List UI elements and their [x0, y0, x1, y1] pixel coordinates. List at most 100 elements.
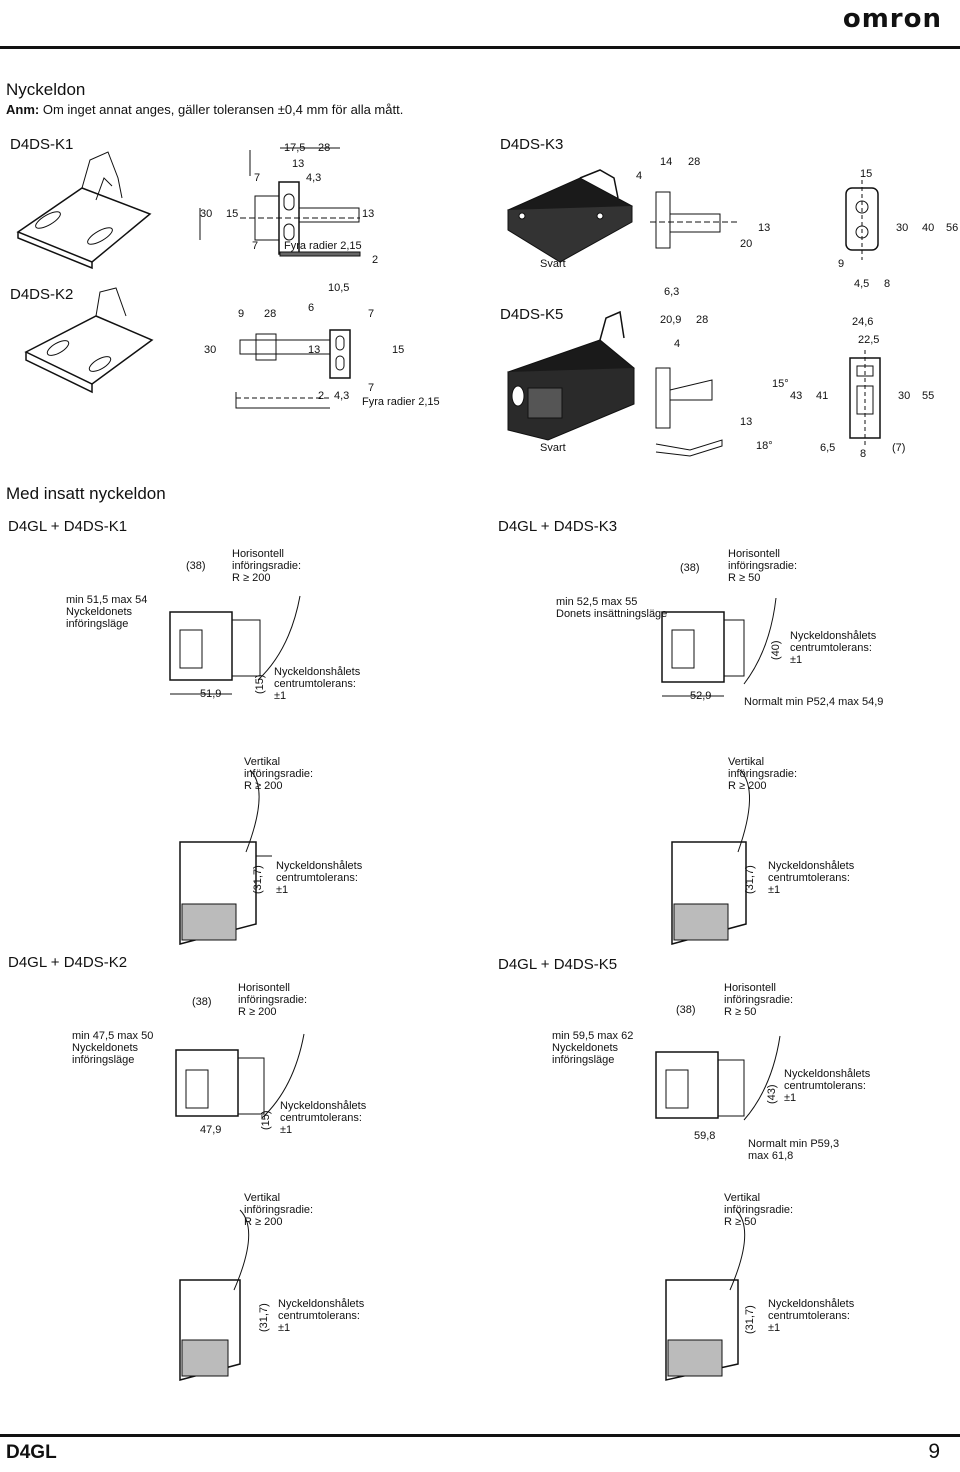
d4ds-k3-side-view	[650, 191, 740, 249]
assembly-a3-plan	[661, 597, 777, 697]
k2-dim-2: 2	[318, 390, 325, 402]
assembly-a1-plan	[169, 595, 301, 695]
note-text: Om inget annat anges, gäller toleransen …	[39, 102, 404, 117]
a1-insert-position: min 51,5 max 54 Nyckeldonets införingslä…	[66, 594, 148, 630]
note-label: Anm:	[6, 102, 40, 117]
k5-dim-4: 4	[674, 338, 681, 350]
a3-title: D4GL + D4DS-K3	[498, 518, 618, 535]
k1-title: D4DS-K1	[10, 136, 74, 153]
section-heading-inserted: Med insatt nyckeldon	[6, 484, 166, 503]
assembly-a2-side	[179, 1209, 250, 1381]
k5-dim-6-3: 6,3	[664, 286, 680, 298]
a2-width: (38)	[192, 996, 212, 1008]
footer-product: D4GL	[6, 1442, 57, 1463]
k3-dim-40: 40	[922, 222, 935, 234]
d4ds-k1-front-view	[199, 147, 361, 257]
k5-dim-24-6: 24,6	[852, 316, 874, 328]
k2-dim-28: 28	[264, 308, 277, 320]
a3-dim-52-9: 52,9	[690, 690, 712, 702]
a3-center-tolerance: Nyckeldonshålets centrumtolerans: ±1	[790, 630, 877, 666]
a5-side-43: (43)	[766, 1084, 778, 1104]
a3-side-40: (40)	[770, 640, 782, 660]
a1-center-tolerance: Nyckeldonshålets centrumtolerans: ±1	[274, 666, 361, 702]
k3-finish-label: Svart	[540, 258, 566, 270]
a5-width: (38)	[676, 1004, 696, 1016]
k3-dim-4-5: 4,5	[854, 278, 870, 290]
k1-dim-15: 15	[226, 208, 239, 220]
k5-dim-22-5: 22,5	[858, 334, 880, 346]
d4ds-k2-isometric	[24, 287, 154, 394]
k5-dim-6-5: 6,5	[820, 442, 836, 454]
k1-dim-30: 30	[200, 208, 213, 220]
assembly-a2-plan	[175, 1033, 305, 1119]
d4ds-k5-isometric	[507, 310, 635, 441]
k2-dim-7-bottom: 7	[368, 382, 375, 394]
d4ds-k5-front-view	[849, 350, 881, 448]
a2-title: D4GL + D4DS-K2	[8, 954, 128, 971]
tolerance-note: Anm: Om inget annat anges, gäller tolera…	[6, 102, 403, 117]
d4ds-k3-front-view	[845, 180, 879, 260]
a5-center-tolerance: Nyckeldonshålets centrumtolerans: ±1	[784, 1068, 871, 1104]
d4ds-k1-isometric	[16, 151, 152, 270]
omron-logo: omron	[842, 4, 942, 34]
k1-radius-note: Fyra radier 2,15	[284, 240, 362, 252]
k3-dim-8: 8	[884, 278, 891, 290]
a1-width: (38)	[186, 560, 206, 572]
k5-dim-13: 13	[740, 416, 753, 428]
a3-horizontal-radius: Horisontell införingsradie: R ≥ 50	[728, 548, 798, 584]
a5-center-tolerance-2: Nyckeldonshålets centrumtolerans: ±1	[768, 1298, 855, 1334]
k5-dim-55: 55	[922, 390, 935, 402]
k1-dim-13-right: 13	[362, 208, 375, 220]
assembly-a3-side	[671, 769, 750, 945]
a2-side-15: (15)	[260, 1110, 272, 1130]
k2-dim-6: 6	[308, 302, 315, 314]
footer-page-number: 9	[928, 1440, 940, 1463]
a1-center-tolerance-2: Nyckeldonshålets centrumtolerans: ±1	[276, 860, 363, 896]
k2-dim-15: 15	[392, 344, 405, 356]
k3-dim-28: 28	[688, 156, 701, 168]
a5-side-31-7: (31,7)	[744, 1305, 756, 1334]
header-rule	[0, 46, 960, 49]
k3-dim-30: 30	[896, 222, 909, 234]
a3-insert-position: min 52,5 max 55 Donets insättningsläge	[556, 596, 668, 620]
k3-dim-4: 4	[636, 170, 643, 182]
a1-vertical-radius: Vertikal införingsradie: R ≥ 200	[244, 756, 314, 792]
k2-dim-10-5: 10,5	[328, 282, 350, 294]
a5-dim-59-8: 59,8	[694, 1130, 716, 1142]
a5-title: D4GL + D4DS-K5	[498, 956, 618, 973]
k3-title: D4DS-K3	[500, 136, 564, 153]
k2-dim-9: 9	[238, 308, 245, 320]
a3-center-tolerance-2: Nyckeldonshålets centrumtolerans: ±1	[768, 860, 855, 896]
a1-title: D4GL + D4DS-K1	[8, 518, 128, 535]
assembly-a5-side	[665, 1209, 746, 1381]
k3-dim-14: 14	[660, 156, 673, 168]
a5-insert-position: min 59,5 max 62 Nyckeldonets införingslä…	[552, 1030, 634, 1066]
k1-dim-28: 28	[318, 142, 331, 154]
k5-dim-15-deg: 15°	[772, 378, 789, 390]
a1-side-31-7: (31,7)	[252, 865, 264, 894]
a3-normal-range: Normalt min P52,4 max 54,9	[744, 696, 884, 708]
k3-dim-9: 9	[838, 258, 845, 270]
k2-dim-7-top: 7	[368, 308, 375, 320]
footer-rule	[0, 1434, 960, 1437]
k5-dim-41: 41	[816, 390, 829, 402]
assembly-a5-plan	[655, 1035, 781, 1121]
k3-dim-15: 15	[860, 168, 873, 180]
d4ds-k2-front-view	[235, 329, 351, 409]
k5-dim-7: (7)	[892, 442, 906, 454]
a3-vertical-radius: Vertikal införingsradie: R ≥ 200	[728, 756, 798, 792]
k5-dim-30: 30	[898, 390, 911, 402]
k5-title: D4DS-K5	[500, 306, 564, 323]
page-heading: Nyckeldon	[6, 80, 86, 99]
k5-dim-43: 43	[790, 390, 803, 402]
k1-dim-17-5: 17,5	[284, 142, 306, 154]
d4ds-k5-side-view	[655, 367, 723, 457]
k3-dim-13: 13	[758, 222, 771, 234]
a1-dim-51-9: 51,9	[200, 688, 222, 700]
k1-dim-2: 2	[372, 254, 379, 266]
k1-dim-7-top: 7	[254, 172, 261, 184]
a2-dim-47-9: 47,9	[200, 1124, 222, 1136]
a3-width: (38)	[680, 562, 700, 574]
a2-vertical-radius: Vertikal införingsradie: R ≥ 200	[244, 1192, 314, 1228]
